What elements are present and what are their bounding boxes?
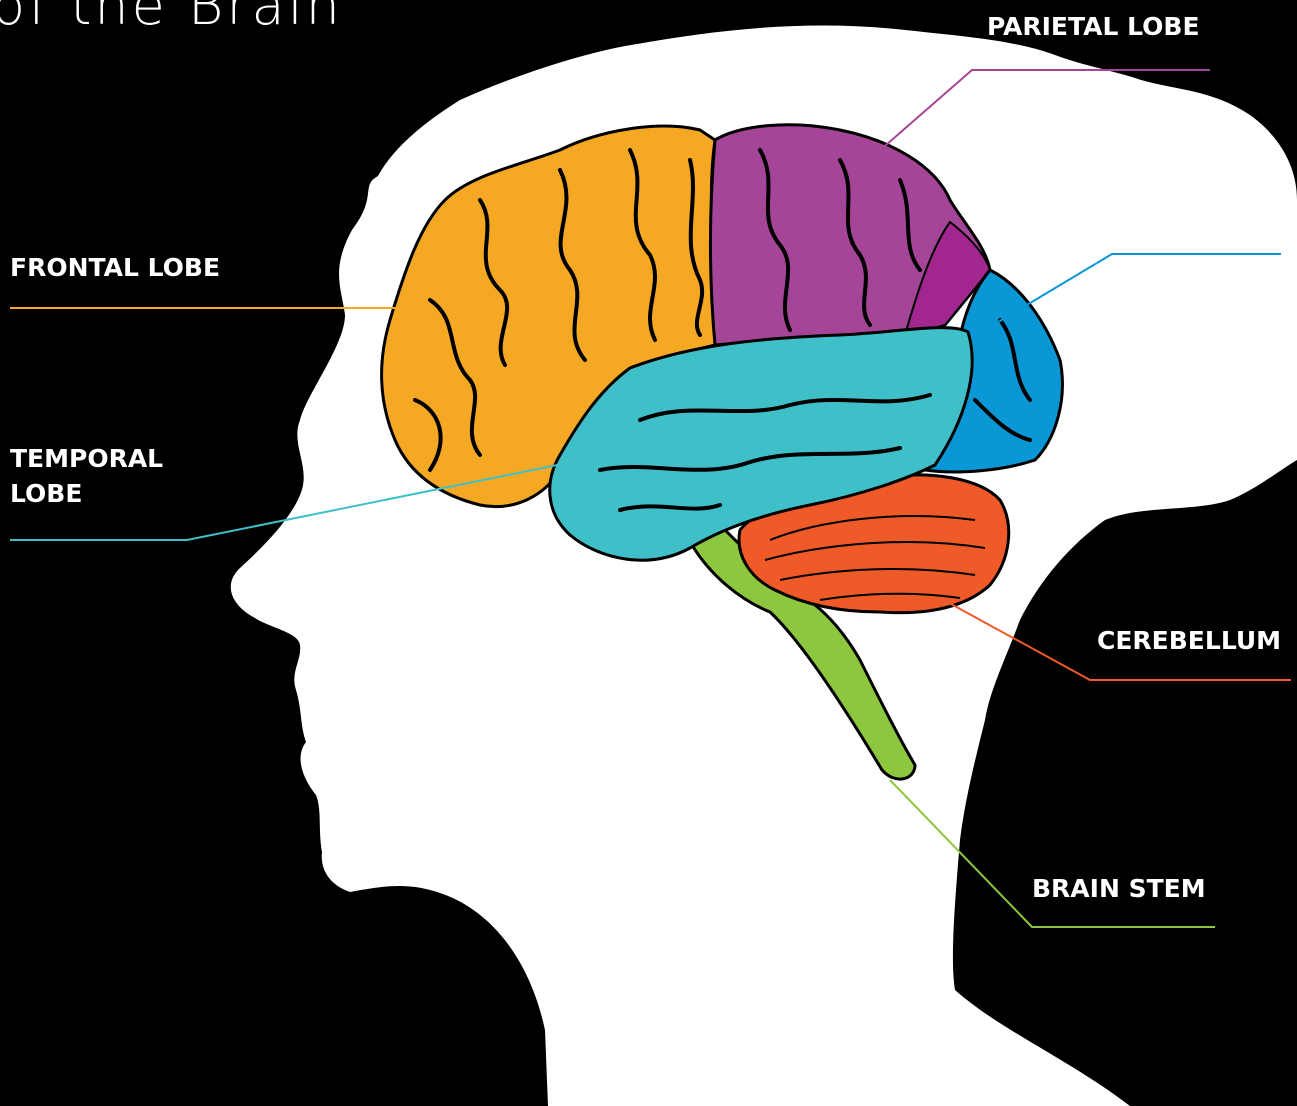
page-title: of the Brain <box>0 0 343 37</box>
label-line: PARIETAL LOBE <box>987 9 1200 44</box>
label-line: OCCIPITAL <box>1126 167 1271 202</box>
label-cerebellum: CEREBELLUM <box>1097 623 1281 658</box>
label-brain-stem: BRAIN STEM <box>1032 871 1206 906</box>
label-occipital-lobe: OCCIPITAL LOBE <box>1126 167 1271 237</box>
label-line: FRONTAL LOBE <box>10 250 220 285</box>
label-line: TEMPORAL <box>10 441 163 476</box>
label-parietal-lobe: PARIETAL LOBE <box>987 9 1200 44</box>
label-line: LOBE <box>10 476 163 511</box>
label-temporal-lobe: TEMPORAL LOBE <box>10 441 163 511</box>
label-frontal-lobe: FRONTAL LOBE <box>10 250 220 285</box>
label-line: BRAIN STEM <box>1032 871 1206 906</box>
label-line: LOBE <box>1126 202 1271 237</box>
label-line: CEREBELLUM <box>1097 623 1281 658</box>
